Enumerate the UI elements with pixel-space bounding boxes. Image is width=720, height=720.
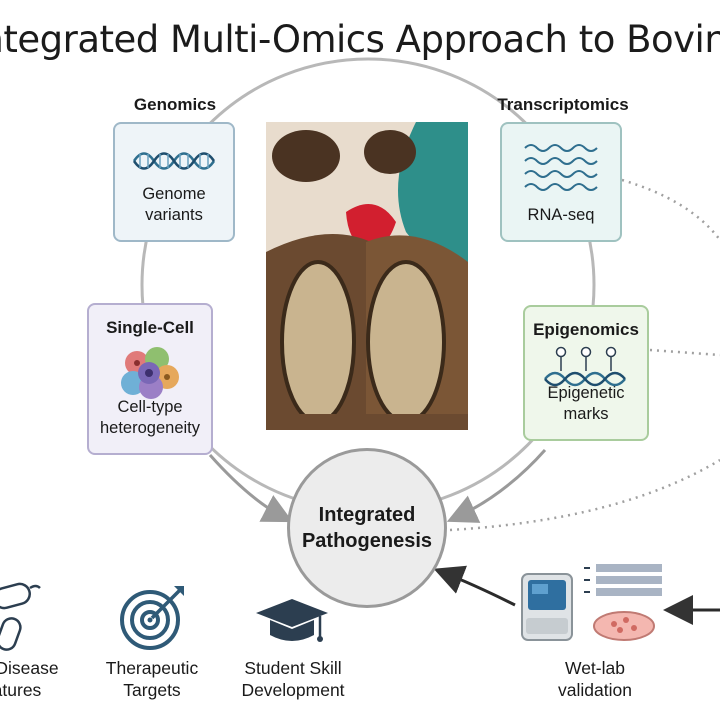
genomics-box: Genome variants (113, 122, 235, 242)
hoof-illustration (266, 122, 468, 430)
output-therapeutic-line2: Targets (123, 680, 181, 700)
epigenomics-box: Epigenomics Epigenetic marks (523, 305, 649, 441)
wetlab-label-line1: Wet-lab (565, 658, 625, 678)
wetlab-label-line2: validation (558, 680, 632, 700)
output-disease-line1: Disease (0, 658, 59, 678)
transcriptomics-box: RNA-seq (500, 122, 622, 242)
genomics-label-line1: Genome (142, 185, 206, 203)
output-student-line2: Development (241, 680, 345, 700)
single-cell-label-line1: Cell-type (117, 398, 183, 416)
epigenomics-label-line2: marks (563, 405, 609, 423)
rna-strands-icon (502, 142, 620, 194)
center-label-line1: Integrated (318, 504, 416, 526)
arrow-epigenomics-to-center (446, 449, 547, 523)
transcriptomics-label: RNA-seq (527, 206, 595, 224)
page-title: Integrated Multi-Omics Approach to Bovin… (0, 18, 720, 61)
methylated-dna-icon (525, 345, 647, 391)
arrow-wetlab-to-center (433, 565, 516, 607)
epigenomics-label-line1: Epigenetic (547, 384, 625, 402)
single-cell-box: Single-Cell Cell-type heterogeneity (87, 303, 213, 455)
single-cell-label-line2: heterogeneity (100, 419, 200, 437)
integrated-pathogenesis-node: Integrated Pathogenesis (287, 448, 447, 608)
output-student-skill: Student Skill Development (228, 657, 358, 701)
wetlab-label: Wet-lab validation (530, 657, 660, 701)
output-therapeutic-targets: Therapeutic Targets (92, 657, 212, 701)
transcriptomics-heading: Transcriptomics (497, 95, 629, 114)
center-label-line2: Pathogenesis (301, 530, 433, 552)
output-therapeutic-line1: Therapeutic (105, 658, 199, 678)
graduation-cap-icon (254, 595, 330, 656)
output-student-line1: Student Skill (244, 658, 342, 678)
lab-instrument-icon (518, 560, 668, 655)
dotted-link-transcriptomics (621, 178, 720, 241)
genomics-label-line2: variants (145, 206, 203, 224)
dotted-link-center (449, 458, 720, 532)
output-disease-features: Disease atures (0, 657, 82, 701)
genomics-heading: Genomics (133, 95, 217, 114)
dotted-link-epigenomics (649, 348, 720, 357)
target-icon (118, 582, 188, 657)
bacteria-icon (0, 580, 42, 657)
epigenomics-title: Epigenomics (533, 320, 639, 339)
cell-cluster-icon (89, 343, 211, 403)
single-cell-title: Single-Cell (106, 318, 194, 337)
dna-helix-icon (115, 146, 233, 176)
arrow-single-cell-to-center (208, 454, 294, 523)
output-disease-line2: atures (0, 680, 42, 700)
